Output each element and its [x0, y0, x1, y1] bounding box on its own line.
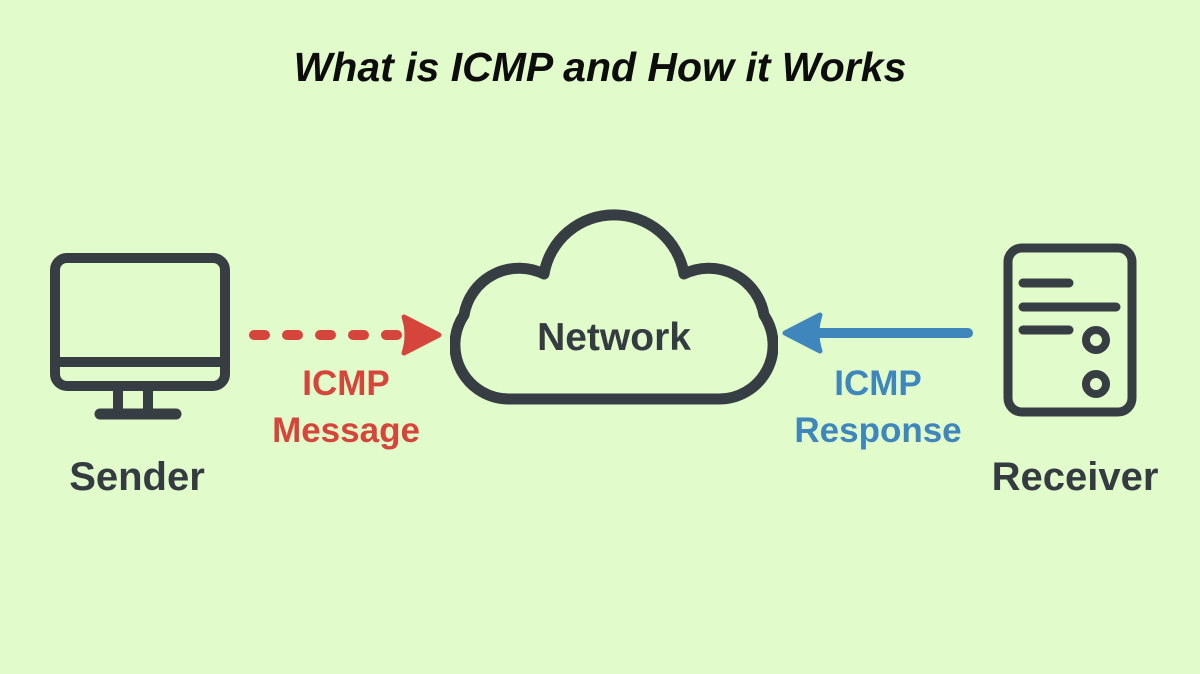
icmp-response-line1: ICMP: [834, 364, 922, 403]
icmp-message-line2: Message: [272, 411, 420, 450]
icmp-message-label: ICMP Message: [246, 360, 446, 454]
cloud-icon: [450, 209, 778, 405]
diagram-title: What is ICMP and How it Works: [293, 44, 907, 90]
icmp-message-arrow: [249, 314, 442, 356]
icmp-response-arrow: [782, 312, 973, 354]
sender-label: Sender: [69, 455, 205, 499]
icmp-response-line2: Response: [794, 411, 962, 450]
network-label: Network: [537, 316, 691, 359]
desktop-monitor-icon: [50, 253, 230, 420]
server-icon: [1003, 243, 1137, 417]
receiver-label: Receiver: [991, 455, 1159, 499]
icmp-response-label: ICMP Response: [778, 360, 978, 454]
icmp-message-line1: ICMP: [302, 364, 390, 403]
